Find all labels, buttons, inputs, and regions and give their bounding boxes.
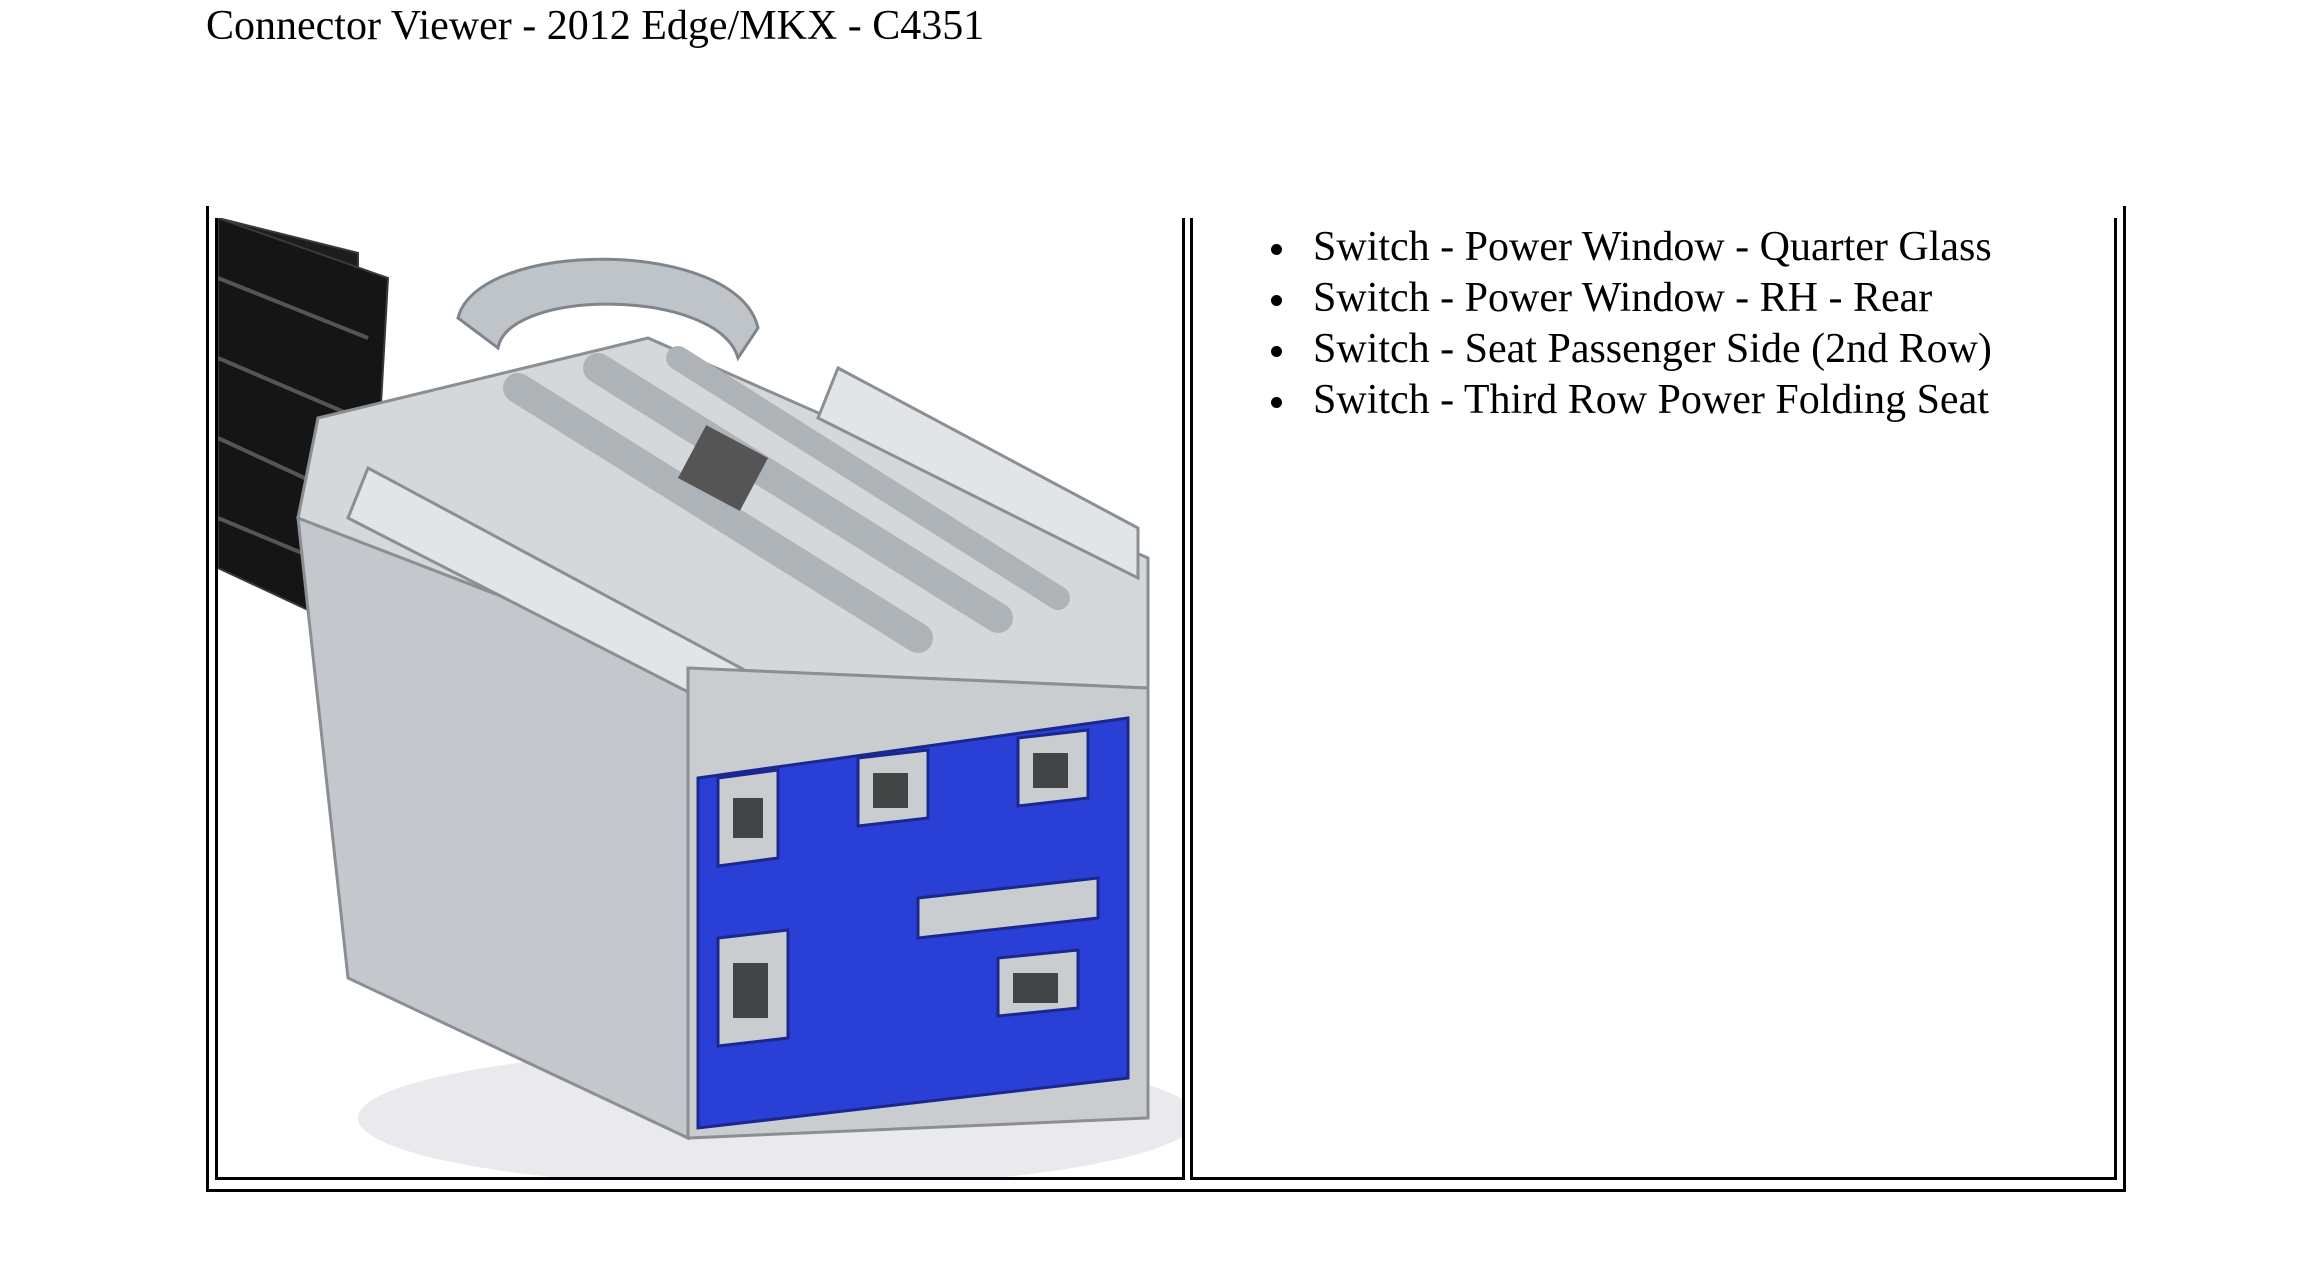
list-item: Switch - Seat Passenger Side (2nd Row) (1193, 324, 1992, 375)
connector-image-cell (215, 218, 1185, 1180)
bullet-icon (1271, 295, 1282, 306)
list-item: Switch - Third Row Power Folding Seat (1193, 375, 1992, 426)
circuit-list: Switch - Power Window - Quarter Glass Sw… (1193, 222, 1992, 426)
bullet-icon (1271, 244, 1282, 255)
circuit-label: Switch - Power Window - Quarter Glass (1313, 224, 1992, 270)
page-title: Connector Viewer - 2012 Edge/MKX - C4351 (206, 3, 985, 49)
connector-photo (218, 218, 1182, 1177)
circuit-label: Switch - Seat Passenger Side (2nd Row) (1313, 326, 1992, 372)
circuit-label: Switch - Third Row Power Folding Seat (1313, 377, 1989, 423)
bullet-icon (1271, 397, 1282, 408)
connector-table (206, 206, 2126, 1192)
bullet-icon (1271, 346, 1282, 357)
list-item: Switch - Power Window - RH - Rear (1193, 273, 1992, 324)
circuit-info-cell: Switch - Power Window - Quarter Glass Sw… (1190, 218, 2117, 1180)
circuit-label: Switch - Power Window - RH - Rear (1313, 275, 1933, 321)
list-item: Switch - Power Window - Quarter Glass (1193, 222, 1992, 273)
terminal-insert (696, 716, 1130, 1130)
